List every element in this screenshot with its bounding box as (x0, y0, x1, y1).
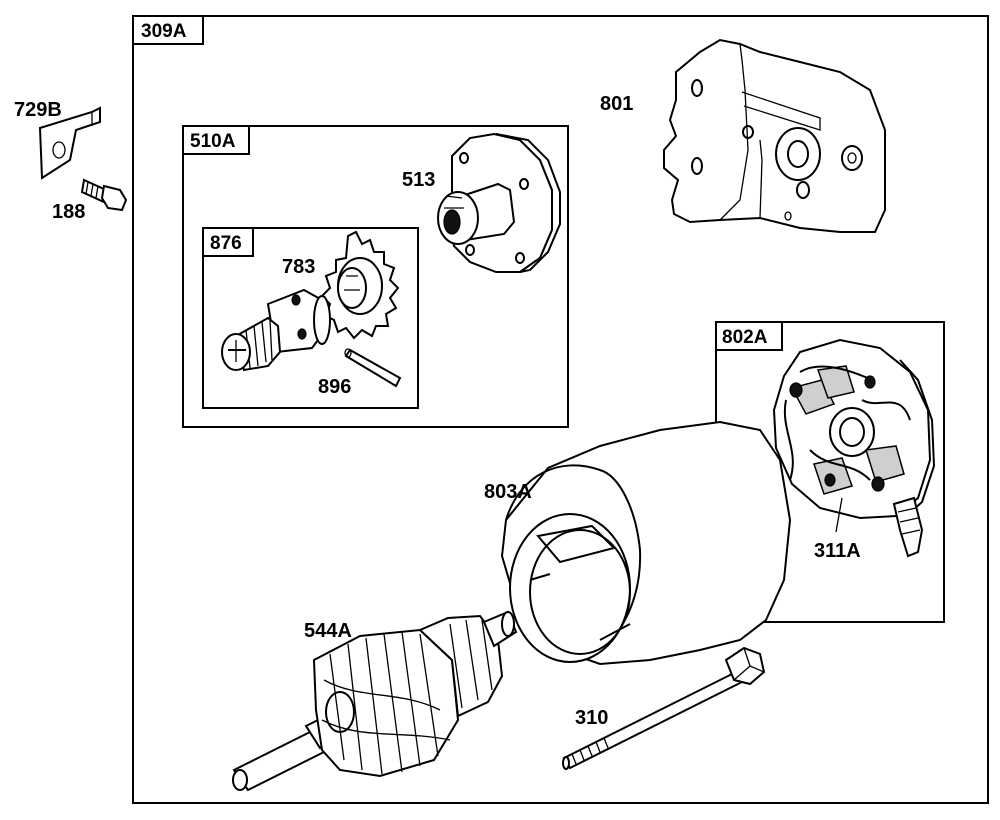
label-729B: 729B (14, 99, 62, 121)
box-510A: 510A (182, 125, 569, 428)
label-801: 801 (600, 93, 633, 115)
through-bolt-310 (562, 646, 766, 770)
motor-housing-803A (500, 420, 792, 666)
label-188: 188 (52, 201, 85, 223)
box-label-802A: 802A (722, 327, 768, 348)
label-783: 783 (282, 256, 315, 278)
box-label-510A: 510A (190, 131, 236, 152)
outer-box-309A: 309A (132, 15, 989, 804)
label-803A: 803A (484, 481, 532, 503)
drive-housing-513 (437, 132, 561, 273)
armature-544A (232, 610, 518, 792)
label-310: 310 (575, 707, 608, 729)
end-cap-801 (663, 38, 886, 233)
bracket-729B (38, 106, 101, 180)
roll-pin-896 (344, 348, 402, 388)
label-513: 513 (402, 169, 435, 191)
label-544A: 544A (304, 620, 352, 642)
box-876: 876 (202, 227, 419, 409)
drive-clutch-assembly (221, 288, 331, 372)
label-311A: 311A (814, 540, 861, 562)
box-label-309A: 309A (141, 21, 187, 42)
screw-188 (80, 178, 128, 212)
brush-assembly-311A (772, 338, 936, 558)
pinion-gear-783 (320, 230, 400, 340)
label-896: 896 (318, 376, 351, 398)
box-label-876: 876 (210, 233, 242, 254)
